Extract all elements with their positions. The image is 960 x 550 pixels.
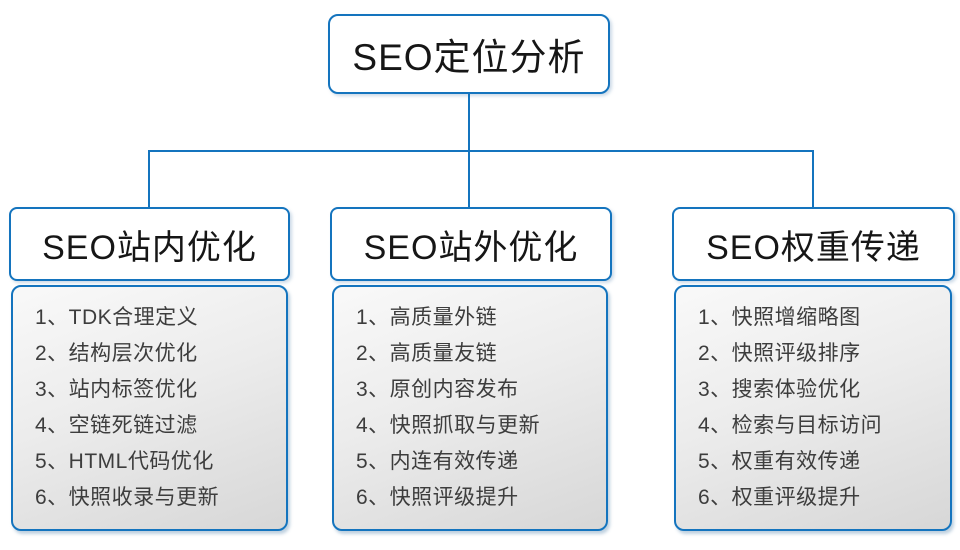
branch-offsite-title: SEO站外优化: [363, 228, 579, 267]
list-item: 1、TDK合理定义: [35, 306, 199, 329]
list-item: 4、空链死链过滤: [35, 414, 198, 437]
list-item: 3、搜索体验优化: [698, 378, 861, 401]
list-item: 4、检索与目标访问: [698, 414, 883, 437]
list-item: 6、权重评级提升: [698, 486, 861, 509]
root-node-box: SEO定位分析: [328, 14, 610, 94]
list-item: 2、结构层次优化: [35, 342, 198, 365]
list-item: 3、原创内容发布: [356, 378, 519, 401]
list-item: 3、站内标签优化: [35, 378, 198, 401]
branch-offsite-list: 1、高质量外链 2、高质量友链 3、原创内容发布 4、快照抓取与更新 5、内连有…: [332, 285, 608, 531]
connector-root-drop-line: [468, 94, 470, 152]
list-item: 5、内连有效传递: [356, 450, 519, 473]
root-node-title: SEO定位分析: [352, 37, 586, 78]
branch-weight-list: 1、快照增缩略图 2、快照评级排序 3、搜索体验优化 4、检索与目标访问 5、权…: [674, 285, 952, 531]
branch-weight-title: SEO权重传递: [706, 228, 921, 267]
branch-onsite-list: 1、TDK合理定义 2、结构层次优化 3、站内标签优化 4、空链死链过滤 5、H…: [11, 285, 288, 531]
list-item: 4、快照抓取与更新: [356, 414, 541, 437]
list-item: 5、权重有效传递: [698, 450, 861, 473]
connector-drop-right-line: [812, 150, 814, 207]
list-item: 2、快照评级排序: [698, 342, 861, 365]
connector-horizontal-line: [148, 150, 814, 152]
connector-drop-center-line: [468, 152, 470, 207]
list-item: 2、高质量友链: [356, 342, 498, 365]
list-item: 6、快照收录与更新: [35, 486, 220, 509]
branch-weight-title-box: SEO权重传递: [672, 207, 955, 281]
list-item: 1、高质量外链: [356, 306, 498, 329]
branch-offsite-title-box: SEO站外优化: [330, 207, 612, 281]
branch-onsite-title: SEO站内优化: [42, 228, 257, 267]
branch-onsite-title-box: SEO站内优化: [9, 207, 290, 281]
list-item: 1、快照增缩略图: [698, 306, 861, 329]
list-item: 6、快照评级提升: [356, 486, 519, 509]
connector-drop-left-line: [148, 150, 150, 207]
list-item: 5、HTML代码优化: [35, 450, 214, 473]
